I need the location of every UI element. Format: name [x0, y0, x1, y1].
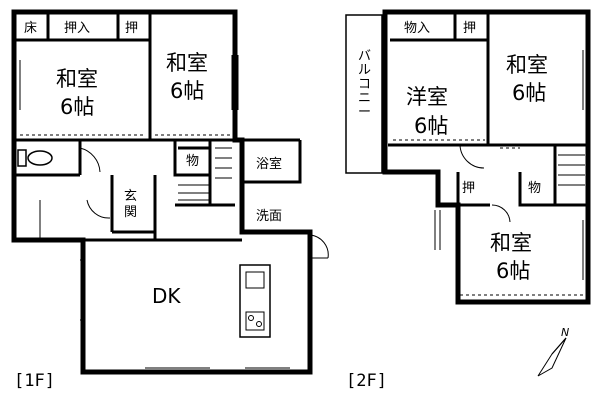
label-balcony-text: バルコニー — [358, 49, 371, 120]
label-monoire: 物入 — [404, 21, 430, 36]
label-senmen: 洗面 — [256, 209, 282, 224]
label-mono-2f: 物 — [528, 181, 541, 196]
floor-1-plan — [11, 9, 329, 375]
label-oshi: 押 — [125, 21, 138, 36]
washitsu-2f-b-name: 和室 — [490, 231, 532, 255]
washitsu-1f-a-name: 和室 — [56, 67, 98, 91]
floor-2-outer-wall — [382, 9, 591, 305]
washitsu-2f-a-size: 6帖 — [512, 81, 546, 105]
floor-1-outer-wall — [11, 9, 313, 375]
floor-2-plan — [345, 9, 591, 305]
floor-2-label: [2F] — [346, 371, 387, 391]
compass: N — [537, 326, 569, 377]
youshitsu-name: 洋室 — [406, 85, 448, 109]
label-balcony: バルコニー — [358, 49, 371, 120]
label-mono-1f: 物 — [186, 154, 199, 169]
compass-north-label: N — [561, 326, 569, 339]
label-toko: 床 — [24, 21, 37, 36]
washitsu-1f-a-size: 6帖 — [60, 95, 94, 119]
label-oshiire: 押入 — [64, 21, 90, 36]
washitsu-1f-b-name: 和室 — [166, 51, 208, 75]
compass-arrow-icon — [537, 337, 567, 377]
label-oshi-2f-mid: 押 — [462, 181, 475, 196]
washitsu-2f-a-name: 和室 — [506, 53, 548, 77]
label-genkan-text: 玄 関 — [124, 189, 141, 220]
label-oshi-2f-top: 押 — [463, 21, 476, 36]
washitsu-1f-b-size: 6帖 — [170, 79, 204, 103]
label-genkan: 玄 関 — [124, 189, 141, 220]
youshitsu-size: 6帖 — [414, 114, 448, 138]
washitsu-2f-b-size: 6帖 — [496, 259, 530, 283]
balcony-outline — [345, 14, 383, 174]
label-dk: DK — [152, 284, 181, 308]
floor-1-label: [1F] — [14, 371, 55, 391]
label-yokushitsu: 浴室 — [256, 156, 282, 172]
